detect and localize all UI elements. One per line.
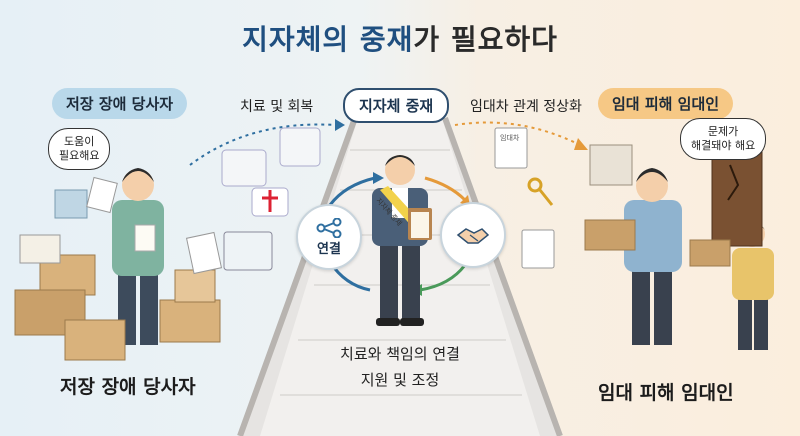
right-bubble-line1: 문제가 (707, 125, 739, 138)
handshake-icon (456, 228, 490, 244)
left-bottom-label: 저장 장애 당사자 (60, 376, 196, 398)
therapy-label: 치료 및 회복 (240, 99, 314, 115)
therapy-icons (221, 127, 321, 271)
lease-doc-label: 임대차 (500, 134, 520, 142)
left-badge: 저장 장애 당사자 (52, 88, 188, 119)
left-bubble-line2: 필요해요 (59, 149, 100, 162)
lease-normalization-label: 임대차 관계 정상화 (470, 99, 582, 115)
mediator-person (372, 155, 432, 326)
right-bubble-line2: 해결돼야 해요 (691, 139, 756, 152)
right-badge: 임대 피해 임대인 (598, 88, 734, 119)
clutter-pile (14, 176, 223, 361)
cycle-arrow-top-right (424, 176, 467, 202)
title-part2: 가 필요하다 (413, 23, 558, 56)
bridge-rail-left (237, 116, 358, 436)
dotted-arrow-left (189, 123, 336, 166)
landlord-person (624, 168, 682, 345)
right-bottom-label: 임대 피해 임대인 (598, 382, 734, 404)
lease-icons (494, 127, 555, 269)
right-speech-bubble: 문제가 해결돼야 해요 (680, 118, 767, 160)
page-title: 지자체의 중재가 필요하다 (0, 18, 800, 58)
cycle-arrow-bottom-right (419, 264, 467, 292)
title-part1: 지자체의 중재 (242, 23, 414, 56)
center-line1: 치료와 책임의 연결 (340, 345, 460, 363)
bridge-rail-right (442, 116, 563, 436)
share-icon (316, 217, 342, 238)
left-speech-bubble: 도움이 필요해요 (48, 128, 111, 170)
handshake-circle (440, 202, 506, 268)
dotted-arrow-right (454, 121, 581, 146)
left-bubble-line1: 도움이 (64, 135, 95, 148)
damaged-room (584, 144, 763, 267)
connect-label: 연결 (317, 241, 341, 257)
hoarder-person (112, 168, 164, 345)
cycle-arrow-top-left (328, 176, 376, 206)
center-badge: 지자체 중재 (343, 88, 450, 123)
center-line2: 지원 및 조정 (360, 371, 440, 389)
connect-circle: 연결 (296, 204, 362, 270)
